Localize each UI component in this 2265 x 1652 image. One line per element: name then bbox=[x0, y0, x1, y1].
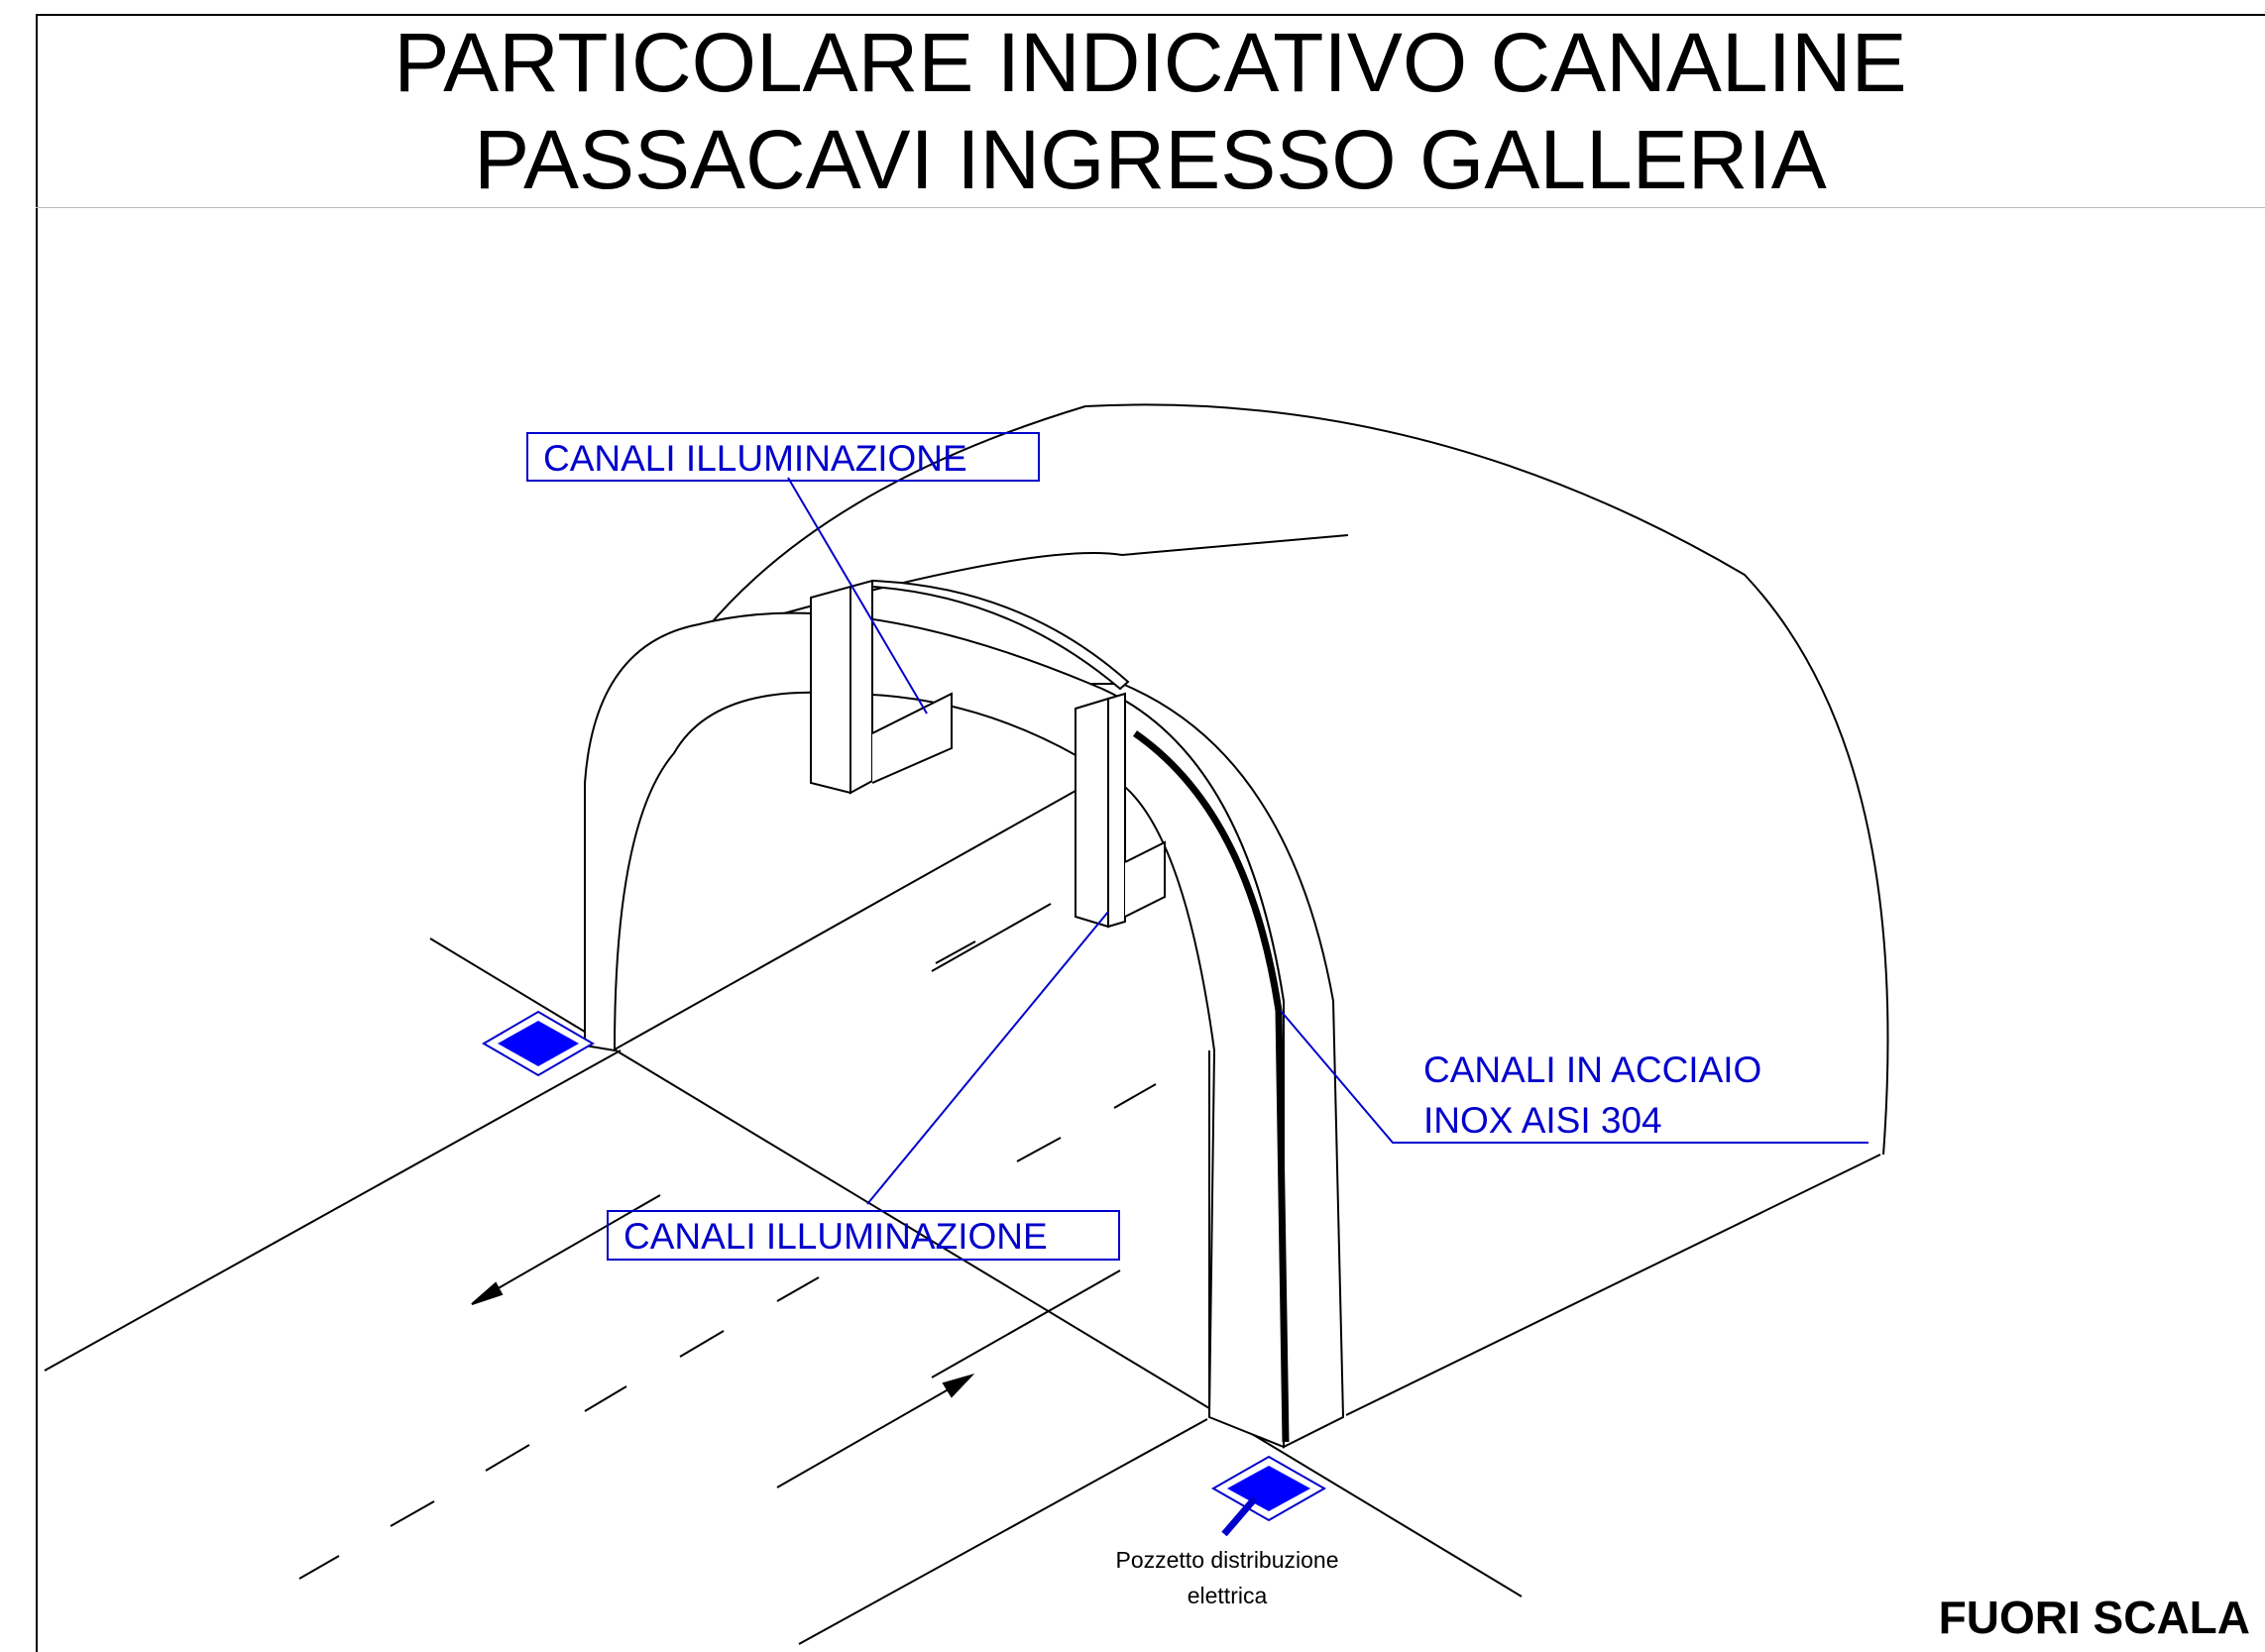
lane-dash bbox=[1113, 1083, 1157, 1109]
pit-right bbox=[1210, 1455, 1327, 1537]
label-pit-line2: elettrica bbox=[1188, 1583, 1268, 1608]
title-line-1: PARTICOLARE INDICATIVO CANALINE bbox=[394, 16, 1907, 109]
lane-dash bbox=[485, 1444, 530, 1472]
arrow-shaft bbox=[776, 1377, 968, 1488]
tunnel-base-line bbox=[614, 790, 1076, 1050]
vault-ridge-line bbox=[703, 534, 1349, 637]
duct-upper-front bbox=[849, 579, 873, 795]
label-pit-line1: Pozzetto distribuzione bbox=[1115, 1547, 1338, 1573]
duct-lower-side bbox=[1075, 697, 1109, 929]
title-block: PARTICOLARE INDICATIVO CANALINE PASSACAV… bbox=[36, 14, 2265, 208]
road-edge-line bbox=[44, 1049, 622, 1372]
lane-dash bbox=[584, 1385, 627, 1412]
title-line-2: PASSACAVI INGRESSO GALLERIA bbox=[474, 113, 1827, 206]
arrow-shaft bbox=[931, 1269, 1121, 1378]
duct-lower-bracket bbox=[1124, 840, 1166, 918]
lighting-duct-upper bbox=[810, 579, 1130, 795]
electrical-pits bbox=[482, 1010, 1327, 1537]
steel-cable-channel bbox=[1132, 730, 1290, 1443]
duct-lower-front bbox=[1107, 692, 1126, 929]
portal-front-face bbox=[584, 611, 1285, 1449]
leader-steel-channel bbox=[1280, 1010, 1869, 1144]
pit-leader-line bbox=[1221, 1495, 1258, 1537]
duct-upper-side bbox=[810, 585, 851, 795]
pit-left bbox=[482, 1010, 595, 1077]
label-lighting-top: CANALI ILLUMINAZIONE bbox=[543, 438, 967, 479]
tunnel-base-line bbox=[1345, 1154, 1881, 1416]
arrow-shaft bbox=[931, 903, 1052, 972]
lane-dash bbox=[1016, 1137, 1062, 1162]
drawing-sheet-border bbox=[36, 14, 2265, 1652]
leader-lighting-top bbox=[787, 477, 928, 715]
lane-dash bbox=[390, 1500, 435, 1527]
portal-frame bbox=[584, 611, 1345, 1449]
lane-dash bbox=[679, 1330, 725, 1358]
lane-dash bbox=[776, 1276, 820, 1302]
label-box-lighting-top bbox=[526, 432, 1040, 482]
vault-outer-edge bbox=[701, 403, 1889, 1156]
lighting-duct-lower bbox=[1075, 692, 1166, 929]
tunnel-vault bbox=[701, 403, 1889, 1156]
leader-lighting-bottom bbox=[866, 911, 1109, 1205]
scale-note: FUORI SCALA bbox=[1939, 1592, 2250, 1643]
duct-upper-bracket bbox=[871, 692, 953, 784]
road-edge-line bbox=[798, 1418, 1208, 1645]
label-lighting-bottom: CANALI ILLUMINAZIONE bbox=[623, 1216, 1048, 1257]
label-steel-line2: INOX AISI 304 bbox=[1423, 1100, 1662, 1141]
duct-upper-top bbox=[871, 579, 1130, 691]
label-box-lighting-bottom bbox=[607, 1210, 1120, 1261]
arrow-shaft bbox=[475, 1194, 661, 1302]
arrow-left-head bbox=[471, 1281, 504, 1305]
direction-arrows bbox=[471, 903, 1121, 1488]
label-steel-line1: CANALI IN ACCIAIO bbox=[1423, 1049, 1761, 1090]
arrow-right-head bbox=[942, 1374, 975, 1398]
lane-dash bbox=[298, 1555, 340, 1580]
lane-dash bbox=[935, 940, 976, 964]
annotation-leaders bbox=[787, 477, 1869, 1205]
